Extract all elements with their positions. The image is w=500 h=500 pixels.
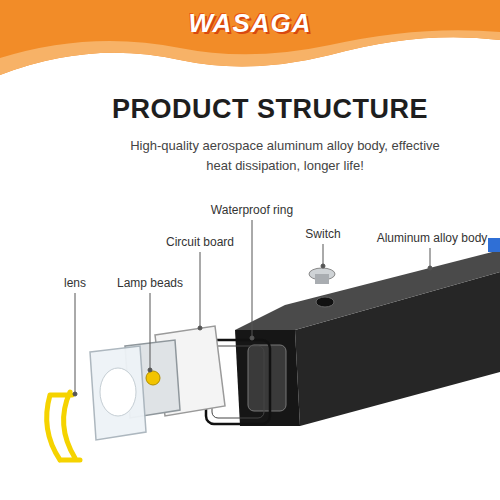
switch-stem: [315, 274, 329, 284]
part-label: Circuit board: [165, 235, 235, 249]
part-label: Lamp beads: [116, 276, 184, 290]
part-label: Waterproof ring: [210, 203, 294, 217]
leader-lines: [73, 220, 432, 396]
body-front: [235, 330, 300, 426]
body-opening: [248, 345, 286, 411]
brand-logo: WASAGA: [189, 8, 312, 39]
part-label: lens: [63, 276, 87, 290]
body-top: [235, 250, 500, 330]
lamp-bead: [146, 371, 160, 385]
orange-banner: [0, 0, 500, 75]
yellow-ring: [47, 392, 80, 460]
cable-end: [488, 238, 500, 252]
part-label: Switch: [304, 227, 341, 241]
subtitle: High-quality aerospace aluminum alloy bo…: [130, 136, 440, 176]
part-label: Aluminum alloy body: [376, 231, 489, 245]
diagram-title: PRODUCT STRUCTURE: [112, 94, 428, 125]
lens: [90, 346, 146, 440]
switch-hole: [316, 297, 334, 307]
lens-dome: [100, 368, 136, 416]
